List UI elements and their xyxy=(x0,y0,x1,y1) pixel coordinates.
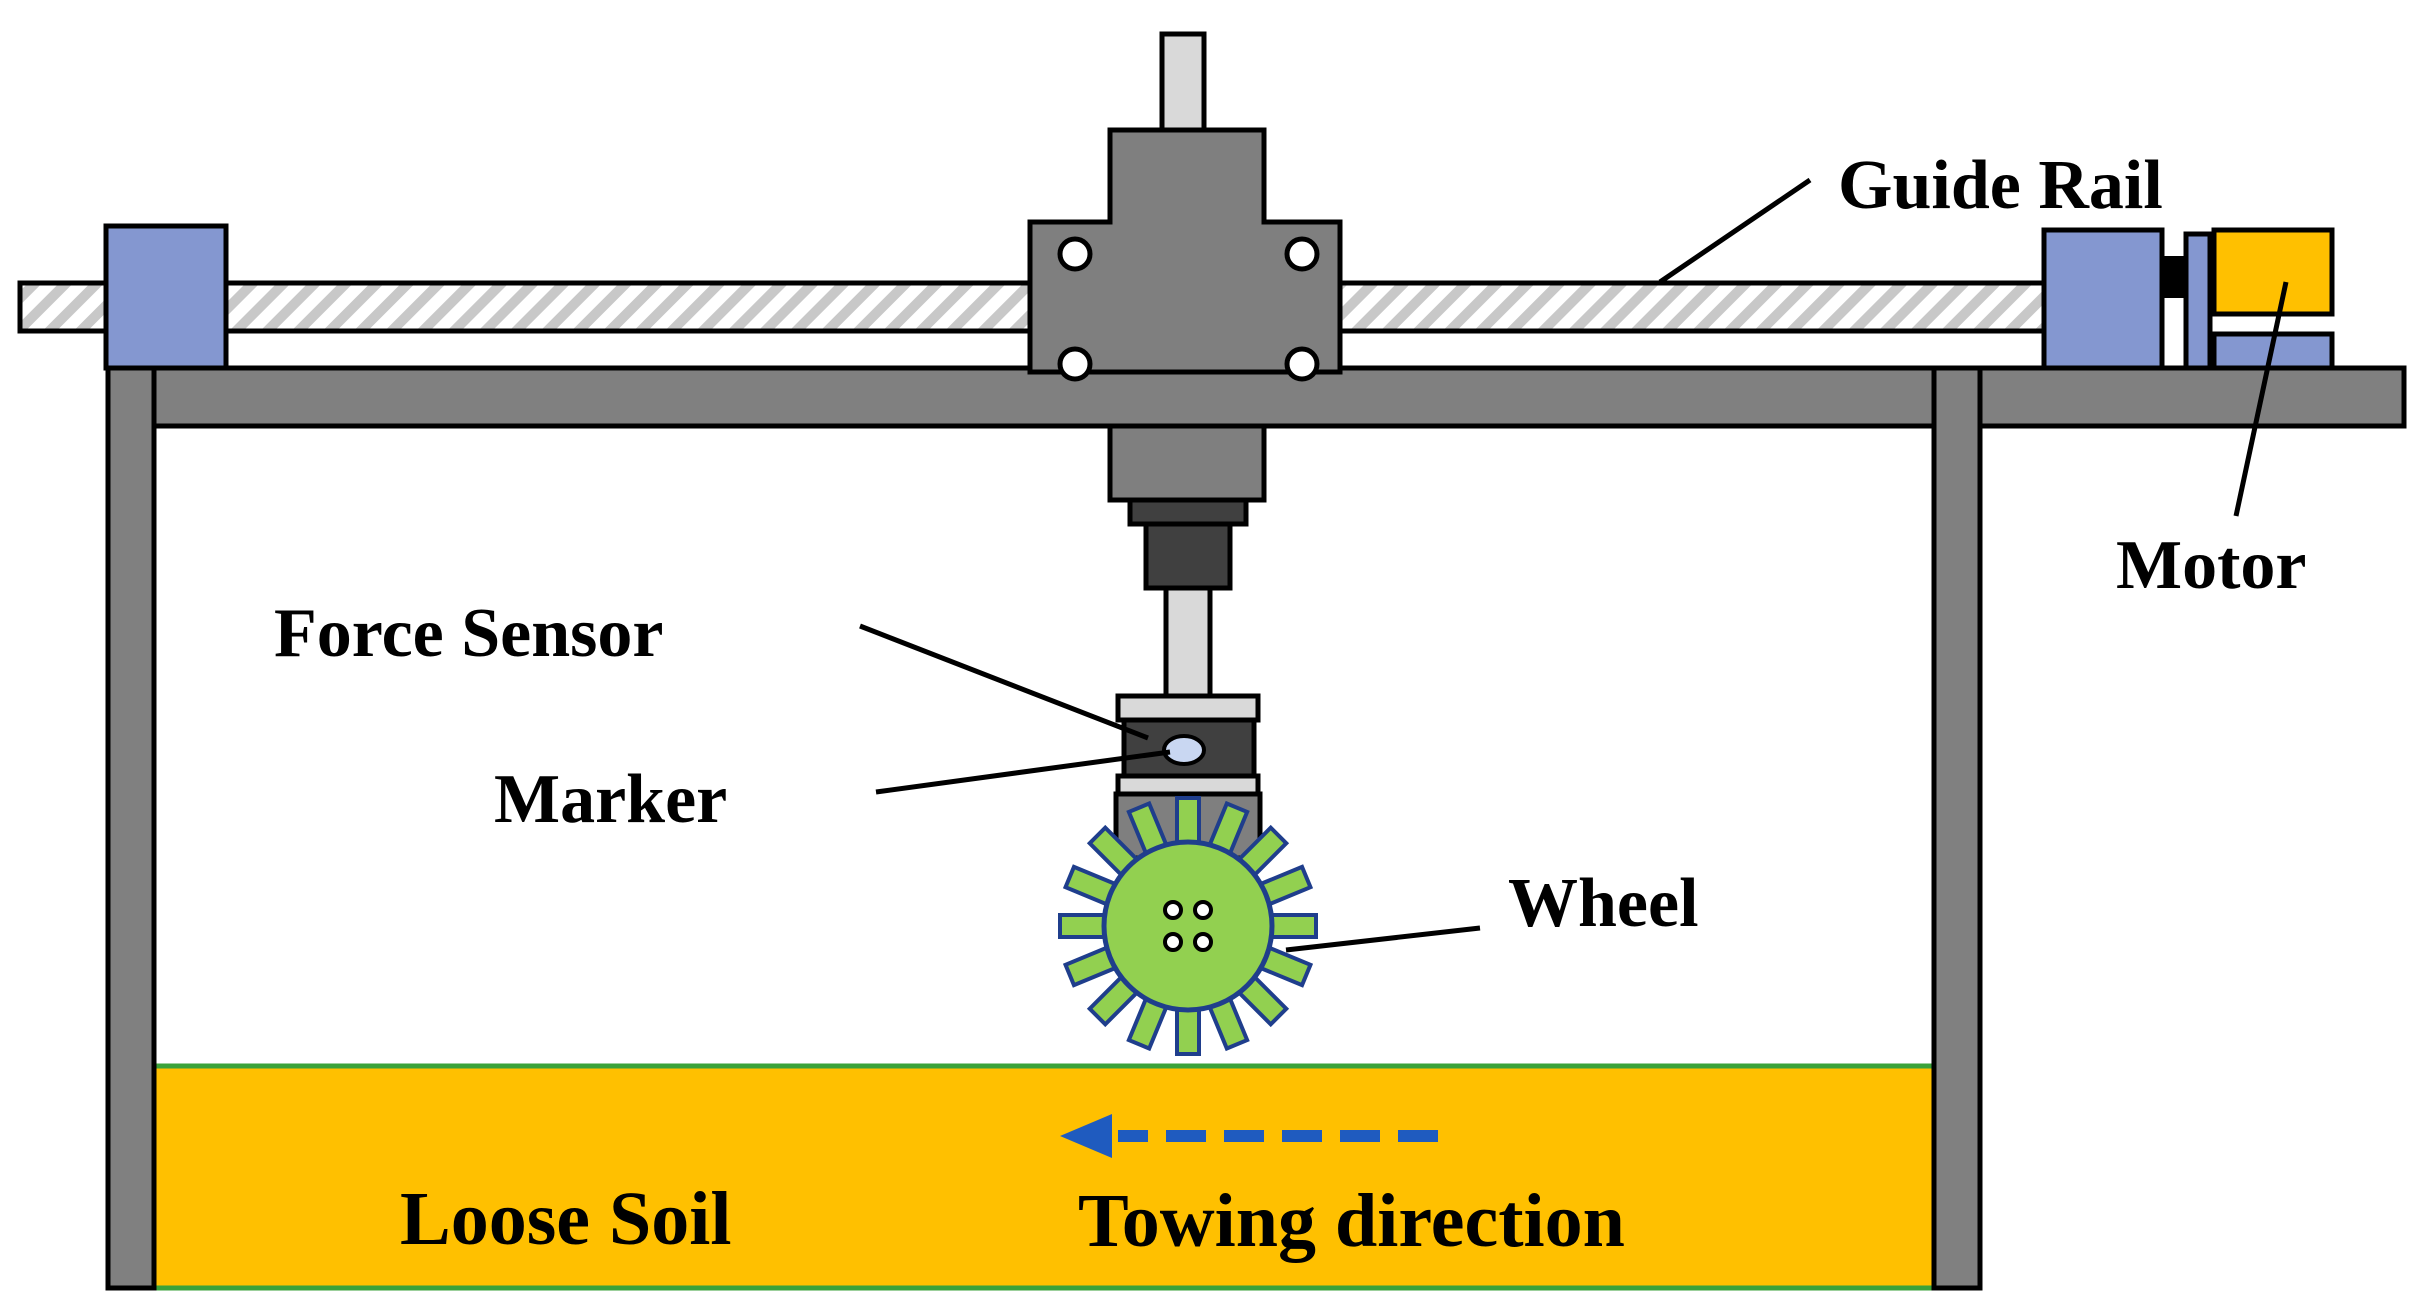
bolt-icon xyxy=(1057,346,1093,382)
vertical-assembly xyxy=(1107,423,1267,861)
motor-leader-line xyxy=(2233,281,2289,517)
wheel xyxy=(1058,796,1318,1056)
marker-leader-line xyxy=(875,749,1171,795)
bolt-icon xyxy=(1284,346,1320,382)
carriage-body xyxy=(1027,127,1343,375)
guide-rail-leader-line xyxy=(1658,177,1812,285)
hub-hole-icon xyxy=(1163,932,1183,952)
marker-dot xyxy=(1162,734,1206,766)
hub-hole-icon xyxy=(1163,900,1183,920)
frame-top-beam xyxy=(105,365,2407,429)
motor-label: Motor xyxy=(2116,527,2306,604)
bolt-icon xyxy=(1057,236,1093,272)
wheel-label: Wheel xyxy=(1508,865,1699,942)
actuator-block xyxy=(1143,521,1233,591)
hub-hole-icon xyxy=(1193,932,1213,952)
lower-carriage-block xyxy=(1107,423,1267,503)
hub-hole-icon xyxy=(1193,900,1213,920)
coupling xyxy=(2162,256,2184,298)
rail-end-block-right xyxy=(2041,227,2165,371)
frame-right-leg xyxy=(1931,365,1983,1291)
carriage-top-rod xyxy=(1159,31,1207,137)
wheel-rim xyxy=(1101,839,1275,1013)
arrow-left-dashed-icon xyxy=(1060,1114,1438,1158)
motor-flange xyxy=(2183,231,2213,371)
adapter-plate xyxy=(1127,497,1249,527)
rail-end-block-left xyxy=(103,223,229,371)
carriage xyxy=(1027,31,1343,382)
bolt-icon xyxy=(1284,236,1320,272)
sensor-bottom-plate xyxy=(1115,773,1261,797)
force-sensor-leader-line xyxy=(859,623,1149,741)
loose-soil-bed xyxy=(150,1063,1940,1291)
motor-body xyxy=(2211,227,2335,317)
towing-direction-label: Towing direction xyxy=(1078,1179,1625,1263)
guide-rail-label: Guide Rail xyxy=(1838,147,2163,224)
marker-label: Marker xyxy=(494,761,727,838)
sensor-top-plate xyxy=(1115,693,1261,723)
loose-soil-label: Loose Soil xyxy=(400,1177,732,1261)
wheel-leader-line xyxy=(1285,925,1481,953)
frame-left-leg xyxy=(105,365,157,1291)
vertical-shaft xyxy=(1163,585,1213,699)
force-sensor-label: Force Sensor xyxy=(274,595,663,672)
